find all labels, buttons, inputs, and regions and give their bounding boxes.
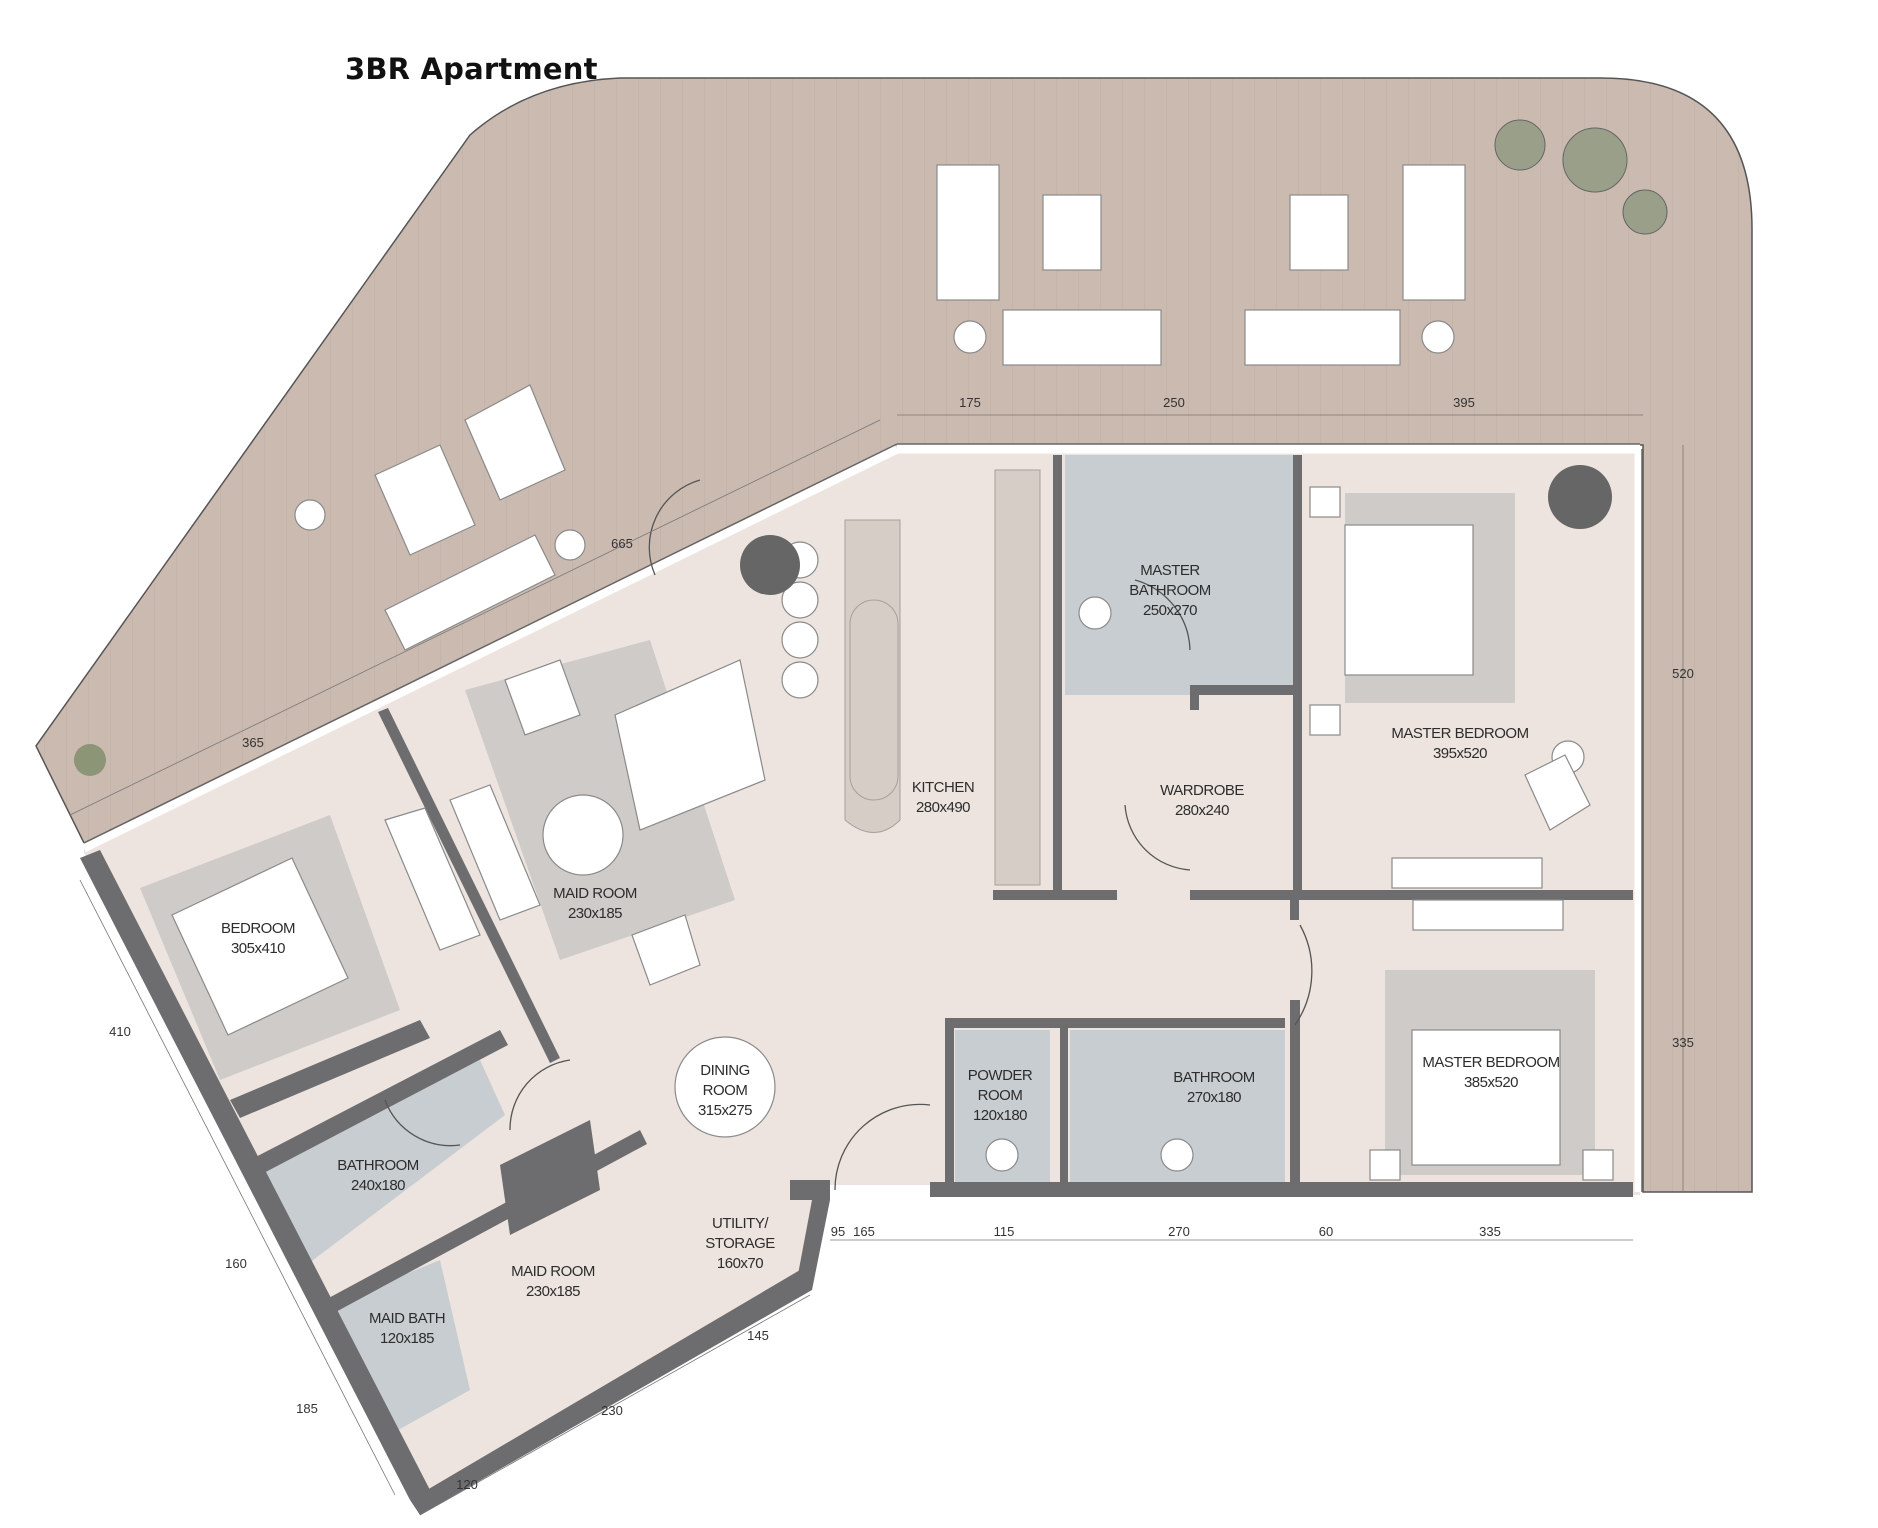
dim-bottom-2: 165 — [853, 1224, 875, 1239]
kitchen-counters — [740, 465, 1612, 886]
utility-name-1: UTILITY/ — [712, 1215, 769, 1232]
room-labels: KITCHEN 280x490 MASTER BATHROOM 250x270 … — [221, 562, 1560, 1347]
bedroom-name: BEDROOM — [221, 920, 295, 937]
doors — [384, 479, 1313, 1191]
master-bedroom-1-size: 395x520 — [1433, 745, 1487, 762]
interior-furniture — [171, 486, 1614, 1181]
dim-right-1: 520 — [1672, 666, 1694, 681]
dim-bottom-4: 270 — [1168, 1224, 1190, 1239]
master-bathroom-name-1: MASTER — [1140, 562, 1200, 579]
bedroom-size: 305x410 — [231, 940, 285, 957]
dim-diag-2: 230 — [601, 1403, 623, 1418]
bathroom-1-name: BATHROOM — [337, 1157, 419, 1174]
maid-room-name: MAID ROOM — [511, 1263, 595, 1280]
dim-left-3: 410 — [109, 1024, 131, 1039]
bathroom-1-size: 240x180 — [351, 1177, 405, 1194]
dim-bottom-3: 115 — [994, 1224, 1015, 1239]
terrace-furniture — [74, 119, 1668, 776]
dim-left-1: 185 — [296, 1401, 318, 1416]
dim-bottom-1: 95 — [831, 1224, 845, 1239]
wardrobe-size: 280x240 — [1175, 802, 1229, 819]
master-bathroom-size: 250x270 — [1143, 602, 1197, 619]
walls — [80, 455, 1633, 1515]
dining-size: 315x275 — [698, 1102, 752, 1119]
windows — [82, 443, 1643, 1192]
dimension-lines — [69, 414, 1684, 1516]
utility-name-2: STORAGE — [705, 1235, 775, 1252]
living-size: 230x185 — [568, 905, 622, 922]
living-name: MAID ROOM — [553, 885, 637, 902]
master-bedroom-2-size: 385x520 — [1464, 1074, 1518, 1091]
powder-name-2: ROOM — [978, 1087, 1023, 1104]
bathroom-2-size: 270x180 — [1187, 1089, 1241, 1106]
powder-name-1: POWDER — [968, 1067, 1033, 1084]
dimension-labels: 175 250 395 520 335 95 165 115 270 60 33… — [109, 395, 1694, 1492]
maid-bath-name: MAID BATH — [369, 1310, 445, 1327]
dining-name-1: DINING — [700, 1062, 750, 1079]
dim-top-1: 175 — [959, 395, 981, 410]
dining-name-2: ROOM — [703, 1082, 748, 1099]
dim-bottom-5: 60 — [1319, 1224, 1333, 1239]
dim-bottom-6: 335 — [1479, 1224, 1501, 1239]
master-bathroom-name-2: BATHROOM — [1129, 582, 1211, 599]
powder-size: 120x180 — [973, 1107, 1027, 1124]
dim-terrace-1: 365 — [242, 735, 264, 750]
dim-right-2: 335 — [1672, 1035, 1694, 1050]
kitchen-size: 280x490 — [916, 799, 970, 816]
wardrobe-name: WARDROBE — [1160, 782, 1244, 799]
maid-bath-size: 120x185 — [380, 1330, 434, 1347]
dim-top-2: 250 — [1163, 395, 1185, 410]
utility-size: 160x70 — [717, 1255, 763, 1272]
dim-terrace-2: 665 — [611, 536, 633, 551]
bathroom-2-name: BATHROOM — [1173, 1069, 1255, 1086]
plan-title: 3BR Apartment — [345, 52, 598, 86]
master-bedroom-1-name: MASTER BEDROOM — [1391, 725, 1528, 742]
dim-diag-3: 120 — [456, 1477, 478, 1492]
kitchen-name: KITCHEN — [912, 779, 974, 796]
dim-diag-1: 145 — [747, 1328, 769, 1343]
master-bedroom-2-name: MASTER BEDROOM — [1422, 1054, 1559, 1071]
dim-top-3: 395 — [1453, 395, 1475, 410]
maid-room-size: 230x185 — [526, 1283, 580, 1300]
dim-left-2: 160 — [225, 1256, 247, 1271]
